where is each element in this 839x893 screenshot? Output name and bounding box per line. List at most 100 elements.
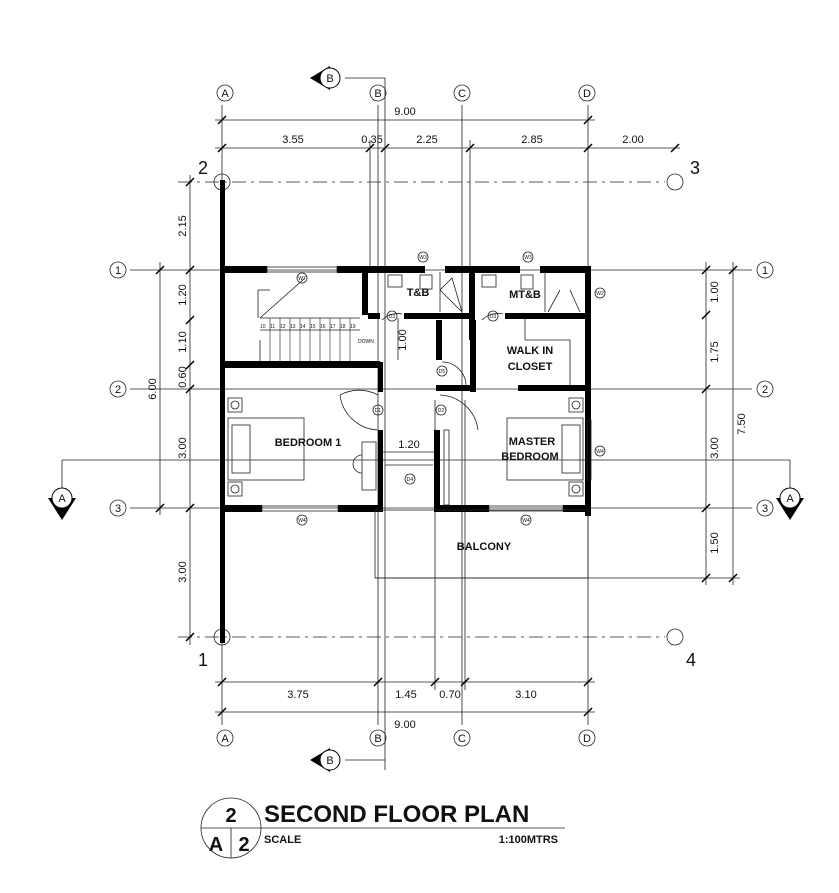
svg-text:A: A: [786, 493, 794, 505]
svg-text:9.00: 9.00: [394, 106, 415, 118]
svg-text:3: 3: [115, 503, 121, 515]
svg-text:A: A: [221, 733, 229, 745]
svg-text:2: 2: [762, 384, 768, 396]
svg-text:15: 15: [310, 324, 316, 330]
svg-text:2.15: 2.15: [177, 215, 189, 236]
room-label-walkin: WALK IN: [507, 345, 553, 357]
svg-text:D: D: [583, 733, 591, 745]
svg-text:DOWN: DOWN: [358, 339, 374, 345]
section-marker-bottom: B: [310, 748, 341, 772]
svg-text:18: 18: [340, 324, 346, 330]
stairs: 10 11 12 13 14 15 16 17 18 19 DOWN: [257, 277, 374, 361]
svg-text:D3: D3: [490, 314, 497, 320]
svg-text:3: 3: [762, 503, 768, 515]
room-label-master: MASTER: [509, 436, 556, 448]
column-bubbles-bottom: A B C D: [216, 729, 596, 747]
svg-text:2: 2: [225, 805, 236, 827]
svg-text:D3: D3: [389, 314, 396, 320]
svg-text:1.00: 1.00: [709, 281, 721, 302]
svg-text:10: 10: [260, 324, 266, 330]
svg-text:A: A: [221, 88, 229, 100]
svg-text:2: 2: [115, 384, 121, 396]
room-label-balcony: BALCONY: [457, 541, 512, 553]
svg-text:1.75: 1.75: [709, 341, 721, 362]
room-label-bedroom: BEDROOM: [501, 451, 558, 463]
svg-text:D2: D2: [438, 408, 445, 414]
window-tags: W3 W3 W7 W2 W4 W4 W4: [296, 251, 606, 526]
svg-text:1.20: 1.20: [177, 284, 189, 305]
svg-text:2.00: 2.00: [622, 134, 643, 146]
svg-text:2: 2: [198, 158, 208, 178]
svg-text:B: B: [374, 733, 381, 745]
svg-text:D4: D4: [407, 477, 414, 483]
svg-text:3.10: 3.10: [515, 689, 536, 701]
svg-text:W4: W4: [596, 449, 604, 455]
svg-text:W7: W7: [298, 276, 306, 282]
row-bubbles-right: 1 2 3: [756, 261, 774, 517]
room-label-closet: CLOSET: [508, 361, 553, 373]
svg-text:D5: D5: [439, 369, 446, 375]
svg-text:9.00: 9.00: [394, 719, 415, 731]
svg-text:7.50: 7.50: [736, 413, 748, 434]
room-label-bedroom-1: BEDROOM 1: [275, 437, 342, 449]
svg-text:1: 1: [198, 650, 208, 670]
svg-text:0.60: 0.60: [177, 366, 189, 387]
svg-text:0.35: 0.35: [361, 134, 382, 146]
furniture: [227, 272, 584, 497]
svg-text:3: 3: [690, 158, 700, 178]
svg-text:D1: D1: [375, 408, 382, 414]
svg-text:W3: W3: [524, 255, 532, 261]
svg-text:0.70: 0.70: [439, 689, 460, 701]
svg-text:1.50: 1.50: [709, 532, 721, 553]
svg-text:B: B: [374, 88, 381, 100]
svg-text:4: 4: [686, 650, 696, 670]
svg-text:1: 1: [115, 265, 121, 277]
svg-text:3.55: 3.55: [282, 134, 303, 146]
doors: D1 D2 D3 D3 D4 D5: [339, 310, 504, 485]
svg-text:3.75: 3.75: [287, 689, 308, 701]
dimensions-left: 2.15 1.20 1.10 0.60 3.00 3.00 6.00: [147, 175, 195, 645]
room-label-tb: T&B: [407, 287, 430, 299]
walls: [220, 180, 592, 643]
svg-text:14: 14: [300, 324, 306, 330]
svg-text:C: C: [458, 88, 466, 100]
column-bubbles-top: A B C D: [216, 84, 596, 102]
svg-text:3.00: 3.00: [177, 437, 189, 458]
svg-text:6.00: 6.00: [147, 378, 159, 399]
svg-text:1.45: 1.45: [395, 689, 416, 701]
dimensions-right: 1.00 1.75 3.00 1.50 7.50: [375, 262, 748, 585]
svg-text:W4: W4: [298, 518, 306, 524]
title-block: 2 A 2 SECOND FLOOR PLAN SCALE 1:100MTRS: [200, 797, 565, 859]
svg-text:B: B: [326, 755, 333, 767]
svg-text:16: 16: [320, 324, 326, 330]
svg-text:1: 1: [762, 265, 768, 277]
svg-text:W4: W4: [522, 518, 530, 524]
svg-text:SCALE: SCALE: [264, 834, 301, 846]
svg-text:B: B: [326, 73, 333, 85]
svg-text:1.10: 1.10: [177, 331, 189, 352]
svg-text:1.00: 1.00: [397, 329, 409, 350]
svg-text:W3: W3: [419, 255, 427, 261]
svg-text:11: 11: [270, 324, 275, 330]
svg-text:3.00: 3.00: [709, 437, 721, 458]
row-bubbles-left: 1 2 3: [109, 261, 127, 517]
section-marker-top: B: [310, 66, 341, 90]
room-labels: T&B MT&B WALK IN CLOSET BEDROOM 1 MASTER…: [275, 287, 559, 553]
svg-text:2.85: 2.85: [521, 134, 542, 146]
svg-text:1.20: 1.20: [398, 439, 419, 451]
svg-text:W2: W2: [596, 291, 604, 297]
svg-text:3.00: 3.00: [177, 561, 189, 582]
svg-text:2: 2: [238, 834, 249, 856]
svg-text:12: 12: [280, 324, 286, 330]
svg-text:17: 17: [330, 324, 336, 330]
stair-step-numbers: 10 11 12 13 14 15 16 17 18 19: [260, 324, 356, 330]
svg-text:2.25: 2.25: [416, 134, 437, 146]
svg-text:A: A: [58, 493, 66, 505]
grid-lines: [61, 77, 791, 770]
svg-text:C: C: [458, 733, 466, 745]
svg-text:A: A: [209, 834, 223, 856]
svg-text:D: D: [583, 88, 591, 100]
plan-title: SECOND FLOOR PLAN: [264, 801, 529, 828]
svg-text:1:100MTRS: 1:100MTRS: [499, 834, 558, 846]
